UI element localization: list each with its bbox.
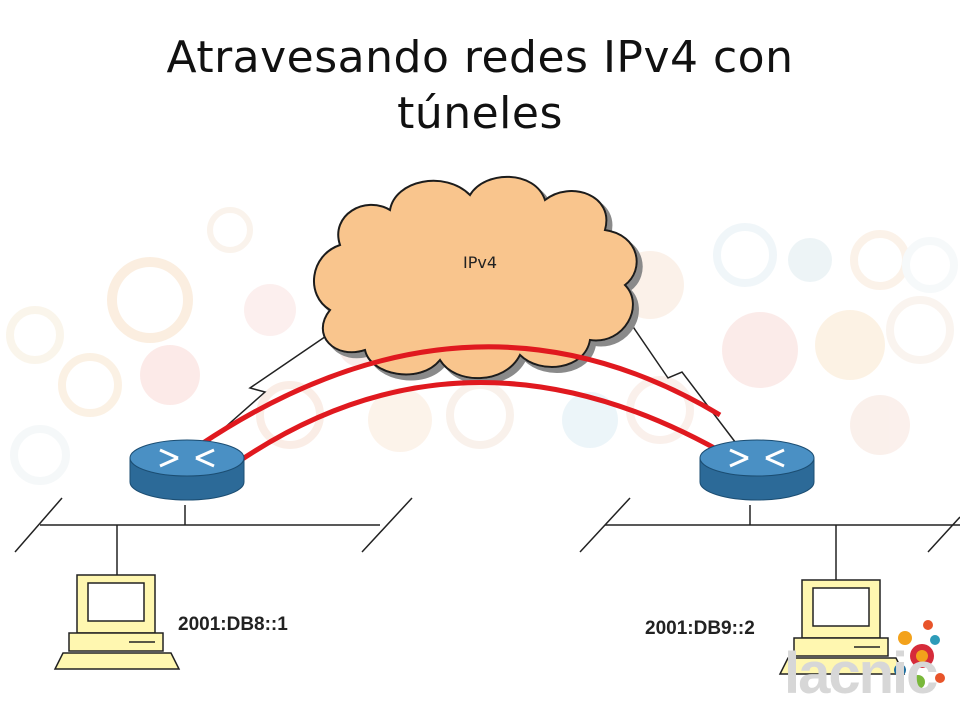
host-right (778, 579, 906, 675)
router-right (699, 439, 815, 501)
logo-dots-icon (894, 620, 945, 689)
router-arrows-icon (159, 448, 215, 468)
cloud-label: IPv4 (462, 253, 497, 272)
lacnic-logo: lacnic (784, 641, 938, 706)
router-left (129, 439, 245, 501)
slide-title-line-2: túneles (397, 88, 563, 139)
host-left (53, 574, 181, 670)
slide-title: Atravesando redes IPv4 con túneles (80, 30, 880, 142)
slide-title-line-1: Atravesando redes IPv4 con (166, 32, 794, 83)
lan-right (579, 497, 960, 582)
host-right-address: 2001:DB9::2 (645, 618, 755, 639)
ipv4-cloud (313, 175, 638, 380)
tunnel-upper (198, 344, 722, 448)
tunnel-lower (236, 380, 734, 465)
serial-link-left (204, 329, 336, 446)
lan-left (14, 497, 413, 578)
host-left-address: 2001:DB8::1 (178, 614, 288, 635)
router-arrows-icon (729, 448, 785, 468)
